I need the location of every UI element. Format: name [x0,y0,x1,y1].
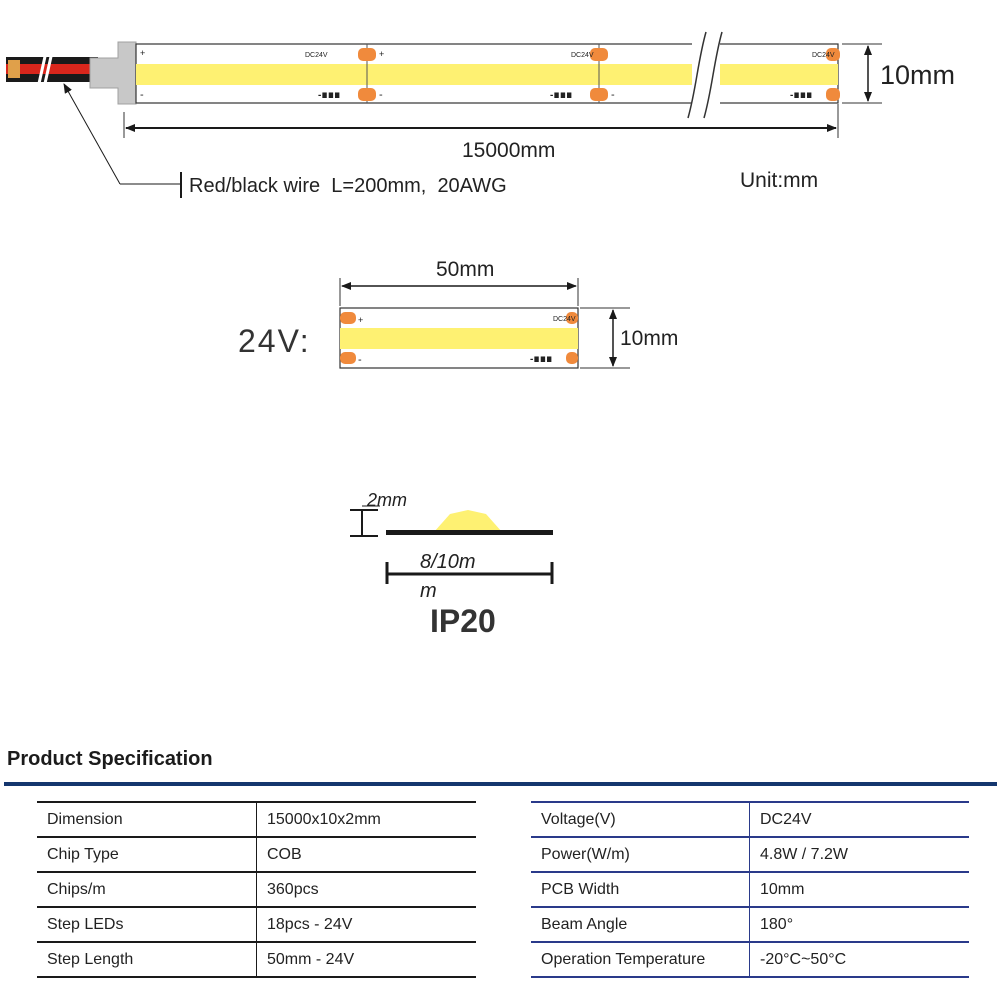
spec-value: DC24V [749,802,969,838]
full-strip: + - DC24V + -∎∎∎ - DC24V -∎∎∎ - DC24V -∎… [6,31,840,119]
spec-value: -20°C~50°C [749,942,969,978]
table-row: Voltage(V) DC24V [531,802,969,838]
led-band-left [136,64,696,85]
minus-mark: - [379,89,383,101]
led-band-right [716,64,838,85]
solder-pad [566,352,578,364]
black-wire-lower [6,74,98,82]
spec-divider [4,782,997,786]
segment-length-label: 50mm [436,258,494,281]
voltage-mark: DC24V [571,52,594,59]
width-dimension-top: 10mm [842,43,955,104]
table-row: Chips/m 360pcs [37,872,476,908]
minus-mark: - [611,89,615,101]
solder-pad [358,48,376,61]
solder-pad [340,312,356,324]
cut-mark: -∎∎∎ [530,354,552,365]
spec-label: PCB Width [531,872,750,908]
solder-pad [590,48,608,61]
led-strip-diagram: + - DC24V + -∎∎∎ - DC24V -∎∎∎ - DC24V -∎… [6,31,955,639]
spec-label: Operation Temperature [531,942,750,978]
spec-value: 10mm [749,872,969,908]
solder-pad [358,88,376,101]
wire-callout: Red/black wire L=200mm, 20AWG [63,83,507,198]
spec-label: Step Length [37,942,257,978]
cut-mark: -∎∎∎ [790,90,812,101]
black-wire [6,57,98,66]
spec-label: Voltage(V) [531,802,750,838]
spec-value: 15000x10x2mm [256,802,476,838]
solder-pad [590,88,608,101]
table-row: Chip Type COB [37,837,476,873]
length-label: 15000mm [462,139,555,162]
voltage-mark: DC24V [553,316,576,323]
plus-mark: + [140,48,145,58]
wire-tip-copper [8,60,20,78]
spec-label: Beam Angle [531,907,750,943]
break-line-2 [703,31,723,119]
minus-mark: - [140,89,144,101]
voltage-mark: DC24V [812,52,835,59]
width-label: 10mm [880,60,955,90]
spec-label: Step LEDs [37,907,257,943]
end-connector [89,41,137,105]
voltage-mark: DC24V [305,52,328,59]
cross-width-label-continued: m [420,580,437,602]
table-row: Step LEDs 18pcs - 24V [37,907,476,943]
spec-table-left: Dimension 15000x10x2mm Chip Type COB Chi… [37,801,476,978]
spec-value: 18pcs - 24V [256,907,476,943]
length-dimension: 15000mm [123,104,839,162]
spec-table-right: Voltage(V) DC24V Power(W/m) 4.8W / 7.2W … [531,801,969,978]
spec-value: 180° [749,907,969,943]
solder-pad [340,352,356,364]
segment-width-label: 10mm [620,327,678,350]
segment-width-dimension: 10mm [580,307,678,369]
thickness-label: 2mm [366,490,407,510]
table-row: Power(W/m) 4.8W / 7.2W [531,837,969,873]
pcb-base [386,530,553,535]
minus-mark: - [358,354,362,366]
segment-dimension: 50mm [339,258,579,306]
cut-mark: -∎∎∎ [318,90,340,101]
solder-pad [566,312,578,324]
spec-value: 4.8W / 7.2W [749,837,969,873]
cross-section: 2mm 8/10m m IP20 [350,490,554,639]
table-row: Beam Angle 180° [531,907,969,943]
cob-dome [434,510,502,532]
segment-voltage-label: 24V: [238,323,311,359]
spec-label: Power(W/m) [531,837,750,873]
break-line-1 [687,31,707,119]
wire-label: Red/black wire L=200mm, 20AWG [189,175,507,197]
spec-label: Chip Type [37,837,257,873]
segment-led-band [340,328,578,349]
spec-value: COB [256,837,476,873]
red-wire [6,64,98,75]
spec-value: 50mm - 24V [256,942,476,978]
spec-label: Dimension [37,802,257,838]
table-row: Dimension 15000x10x2mm [37,802,476,838]
table-row: Operation Temperature -20°C~50°C [531,942,969,978]
table-row: PCB Width 10mm [531,872,969,908]
plus-mark: + [358,315,363,325]
spec-value: 360pcs [256,872,476,908]
cross-width-label: 8/10m [420,551,476,573]
plus-mark: + [379,49,384,59]
cut-mark: -∎∎∎ [550,90,572,101]
spec-title: Product Specification [7,748,213,770]
strip-break-gap [692,40,720,108]
single-segment: + - DC24V -∎∎∎ [339,307,579,369]
ip-rating: IP20 [430,603,496,639]
unit-label: Unit:mm [740,169,818,192]
table-row: Step Length 50mm - 24V [37,942,476,978]
solder-pad [826,88,840,101]
solder-pad [826,48,840,61]
wire-break-mark [36,51,54,89]
spec-label: Chips/m [37,872,257,908]
